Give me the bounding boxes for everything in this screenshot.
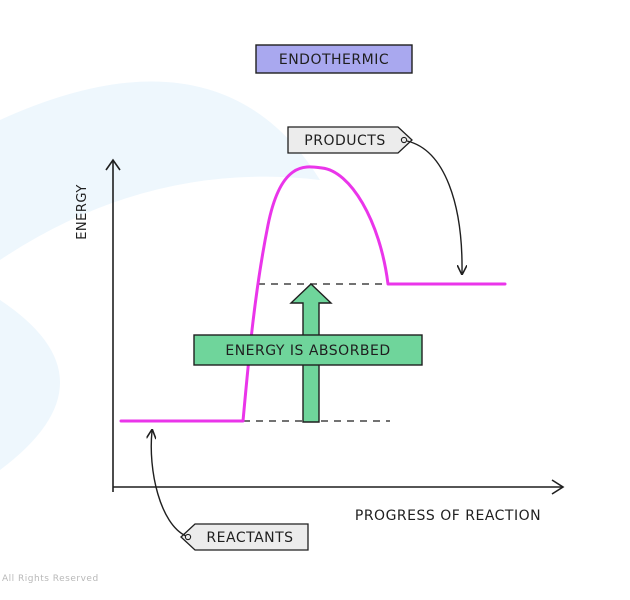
reactants-tag-shape bbox=[180, 523, 309, 551]
title-badge: ENDOTHERMIC bbox=[255, 44, 413, 74]
products-tag: PRODUCTS bbox=[287, 126, 462, 273]
energy-absorbed-label: ENERGY IS ABSORBED bbox=[225, 343, 390, 359]
y-axis-label: ENERGY bbox=[75, 184, 90, 240]
reactants-pointer-arrow bbox=[151, 431, 187, 537]
products-tag-shape bbox=[287, 126, 413, 154]
y-axis-arrowhead bbox=[105, 158, 121, 171]
title-badge-box bbox=[255, 44, 413, 74]
reactants-tag-hole bbox=[184, 533, 192, 541]
energy-absorbed-box-bg bbox=[193, 334, 423, 366]
products-label: PRODUCTS bbox=[304, 133, 385, 149]
x-axis-arrowhead bbox=[551, 479, 565, 495]
x-axis-label: PROGRESS OF REACTION bbox=[355, 508, 541, 524]
reactants-label: REACTANTS bbox=[206, 530, 293, 546]
reactants-tag: REACTANTS bbox=[151, 431, 309, 551]
products-pointer-arrow bbox=[406, 140, 462, 273]
energy-absorbed-box: ENERGY IS ABSORBED bbox=[193, 334, 423, 366]
axes: ENERGY PROGRESS OF REACTION bbox=[75, 158, 565, 524]
diagram-title: ENDOTHERMIC bbox=[279, 52, 389, 68]
watermark-decoration bbox=[0, 81, 320, 470]
energy-levels bbox=[243, 283, 390, 422]
copyright-text: All Rights Reserved bbox=[2, 574, 99, 584]
products-tag-hole bbox=[400, 136, 408, 144]
